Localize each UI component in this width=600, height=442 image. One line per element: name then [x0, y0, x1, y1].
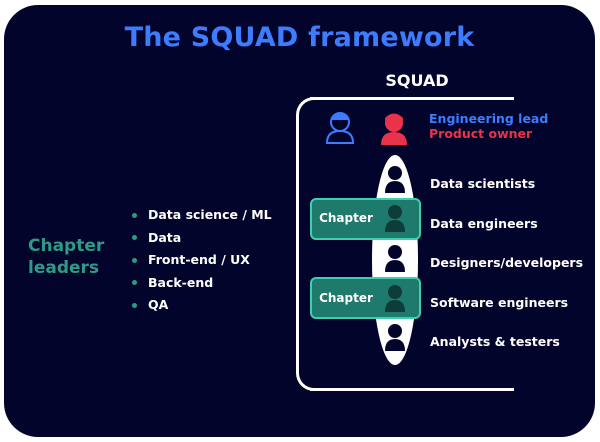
engineering-lead-person-icon	[325, 112, 355, 144]
squad-people-graphics	[325, 112, 407, 145]
squad-member-label: Data scientists	[430, 176, 536, 191]
page-title: The SQUAD framework	[124, 22, 475, 53]
framework-card: The SQUAD framework SQUAD Chapter Chapte…	[4, 5, 595, 437]
squad-member-label: Data engineers	[430, 216, 538, 231]
squad-member-figures	[385, 166, 405, 351]
squad-member-label: Analysts & testers	[430, 334, 560, 349]
list-item: Data	[130, 227, 272, 250]
squad-bracket-top	[310, 97, 514, 100]
person-icon	[385, 245, 405, 272]
list-item: Back-end	[130, 272, 272, 295]
squad-member-label: Designers/developers	[430, 255, 584, 270]
person-icon	[385, 205, 405, 232]
engineering-lead-label: Engineering lead	[429, 111, 549, 126]
list-item: QA	[130, 294, 272, 317]
chapter-label-1: Chapter	[319, 211, 373, 225]
person-icon	[385, 166, 405, 193]
person-icon	[385, 324, 405, 351]
chapter-band-1	[310, 198, 421, 240]
squad-bracket	[296, 97, 316, 391]
squad-member-label: Software engineers	[430, 295, 569, 310]
squad-label: SQUAD	[385, 71, 449, 90]
list-item: Data science / ML	[130, 204, 272, 227]
product-owner-person-icon	[381, 113, 407, 145]
chapter-leaders-list: Data science / ML Data Front-end / UX Ba…	[130, 204, 272, 317]
chapter-label-2: Chapter	[319, 291, 373, 305]
list-item: Front-end / UX	[130, 249, 272, 272]
squad-bracket-bottom	[310, 388, 514, 391]
product-owner-label: Product owner	[429, 126, 533, 141]
chapter-leaders-heading: Chapter leaders	[28, 236, 105, 278]
person-icon	[385, 285, 405, 312]
